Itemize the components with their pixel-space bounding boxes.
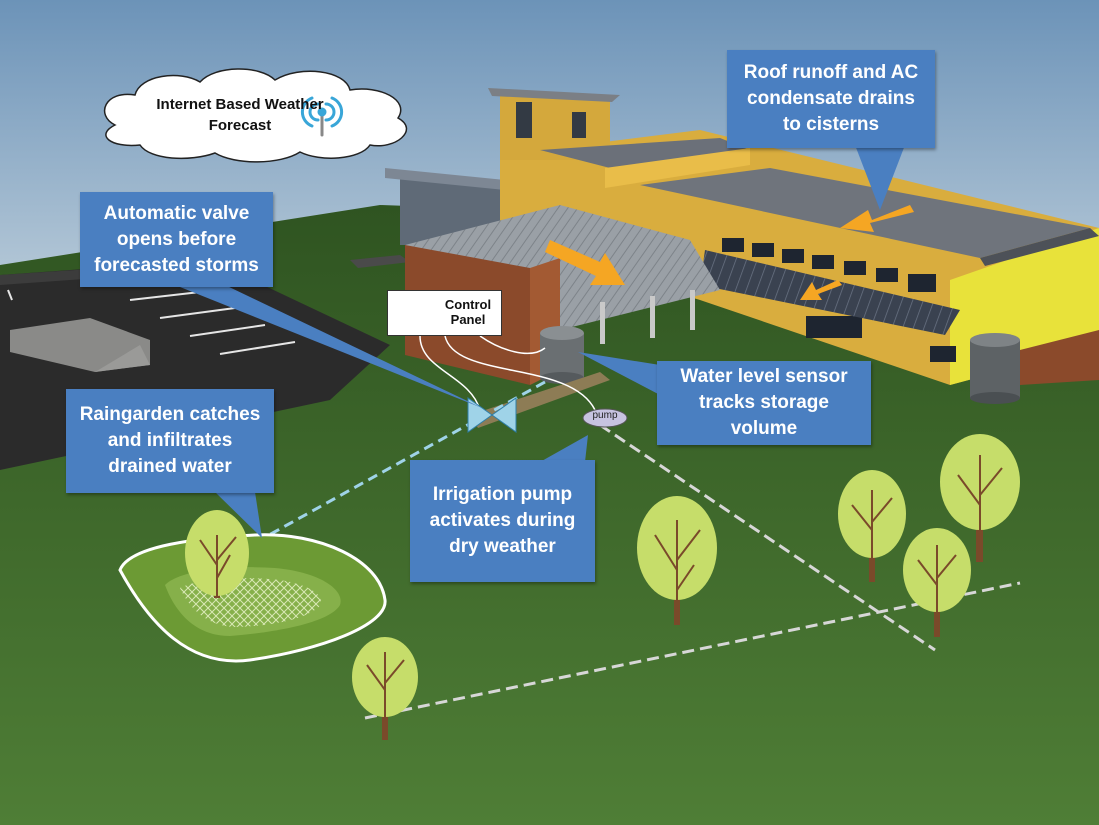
tree-raingarden [185,510,249,598]
irrigation-line-lower [364,581,1021,720]
callout-pointers [175,145,905,538]
tree-far-right [940,434,1020,562]
cistern-right [970,333,1020,404]
runoff-arrows [545,205,914,300]
automatic-valve-icon [467,397,517,433]
tree-center [637,496,717,625]
control-panel: Control Panel [387,290,502,336]
cistern-left [540,326,584,384]
callout-automatic-valve: Automatic valve opens before forecasted … [80,192,273,287]
callout-roof-runoff: Roof runoff and AC condensate drains to … [727,50,935,148]
pump-icon [582,408,628,428]
control-panel-label: Control Panel [444,297,492,327]
irrigation-line-diagonal [599,423,936,652]
raingarden [118,533,387,663]
tree-right-back [838,470,906,582]
tree-right-front [903,528,971,637]
tree-front-left [352,637,418,740]
callout-raingarden: Raingarden catches and infiltrates drain… [66,389,274,493]
callout-water-level: Water level sensor tracks storage volume [657,361,871,445]
weather-forecast-cloud [103,68,408,163]
wireless-signal-icon [300,96,344,137]
pump-label: pump [592,410,618,421]
callout-irrigation-pump: Irrigation pump activates during dry wea… [410,460,595,582]
weather-forecast-label: Internet Based Weather Forecast [156,96,324,134]
overflow-pipe [259,380,546,542]
control-wires [419,335,596,411]
